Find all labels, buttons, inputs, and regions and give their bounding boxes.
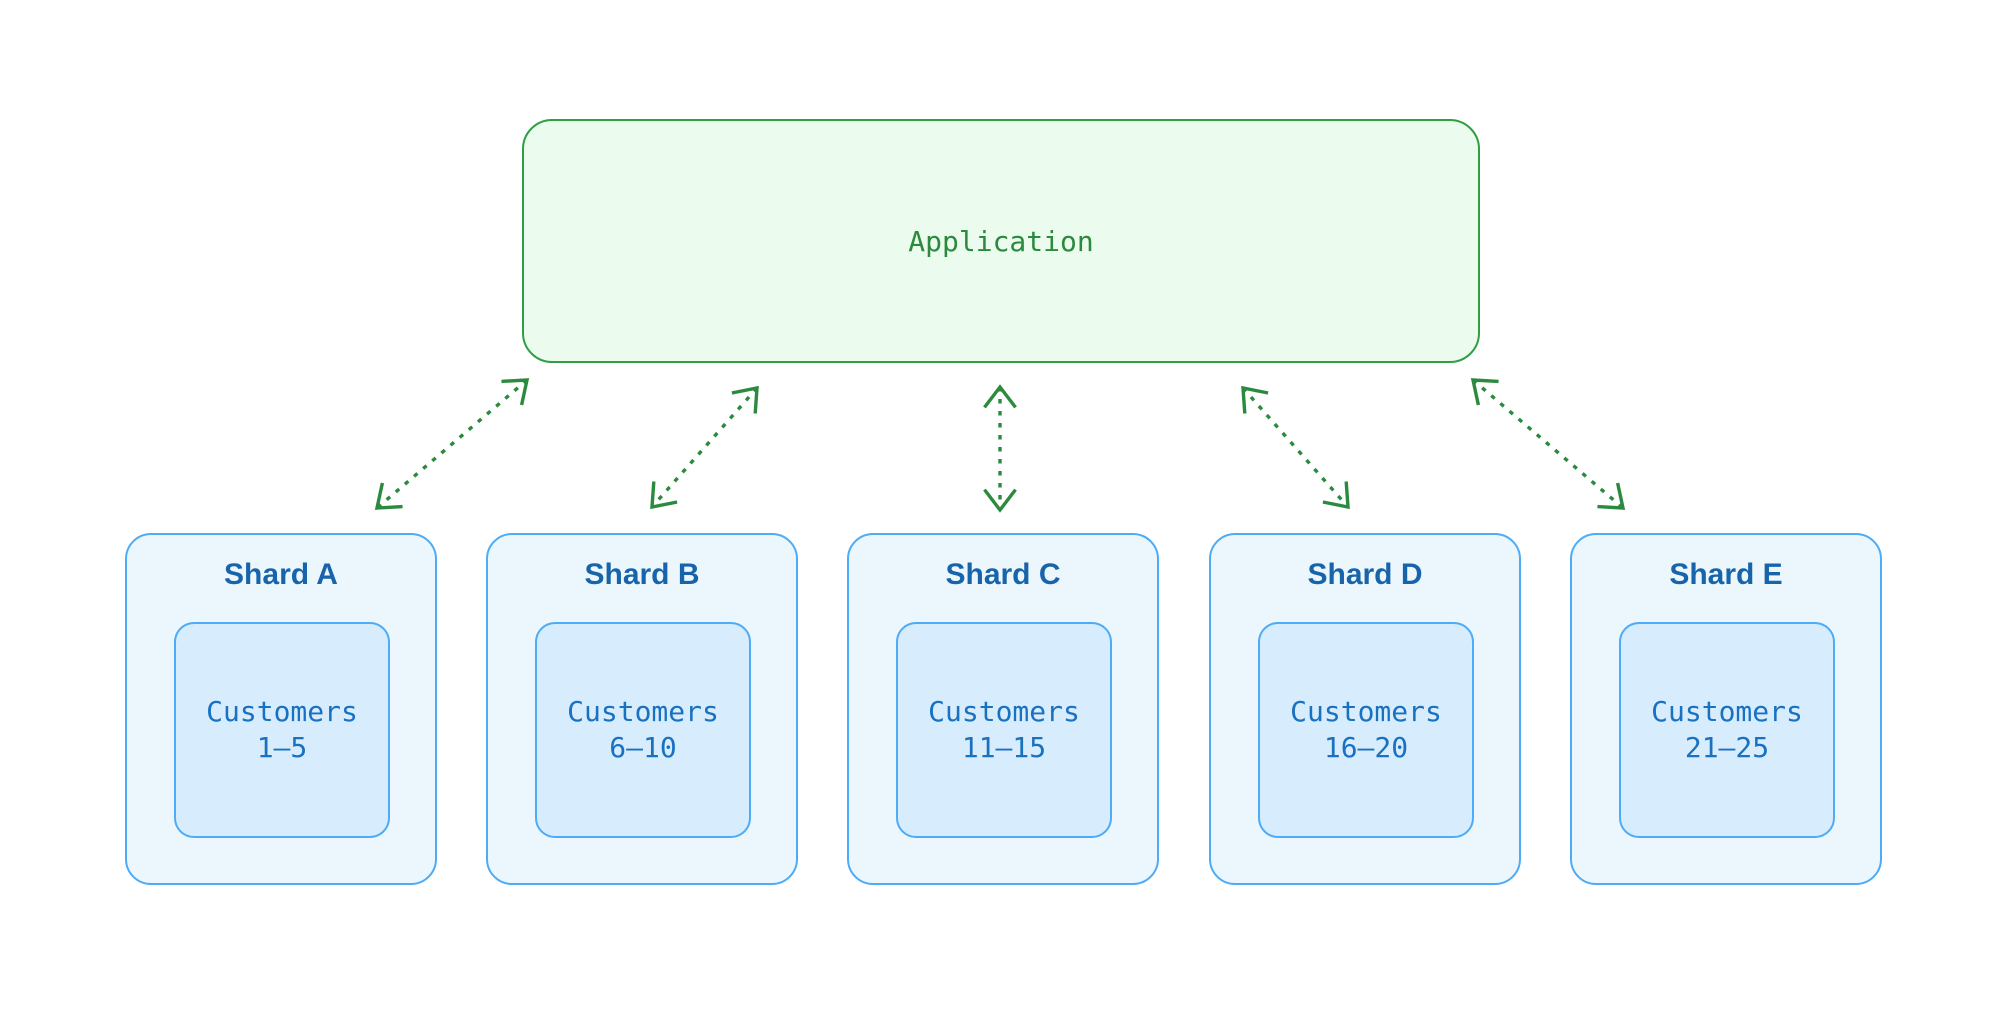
shard-e-customers-range: 21–25 bbox=[1684, 731, 1770, 764]
shard-d-title: Shard D bbox=[1307, 558, 1423, 591]
shard-b-node: Shard B Customers 6–10 bbox=[486, 533, 798, 885]
shard-c-customers-node: Customers 11–15 bbox=[896, 622, 1112, 838]
arrow-app-shard-b bbox=[650, 385, 759, 510]
shard-b-customers-range: 6–10 bbox=[609, 731, 677, 764]
shard-a-customers-node: Customers 1–5 bbox=[174, 622, 390, 838]
shard-d-customers-label: Customers bbox=[1290, 695, 1442, 728]
shard-c-customers-range: 11–15 bbox=[961, 731, 1047, 764]
shard-c-customers-label: Customers bbox=[928, 695, 1080, 728]
arrow-app-shard-a bbox=[374, 378, 530, 510]
shard-c-node: Shard C Customers 11–15 bbox=[847, 533, 1159, 885]
shard-d-node: Shard D Customers 16–20 bbox=[1209, 533, 1521, 885]
arrow-app-shard-d bbox=[1241, 385, 1350, 510]
shard-b-title: Shard B bbox=[584, 558, 700, 591]
shard-a-customers-range: 1–5 bbox=[256, 731, 308, 764]
shard-b-customers-node: Customers 6–10 bbox=[535, 622, 751, 838]
application-node: Application bbox=[522, 119, 1480, 363]
shard-d-customers-node: Customers 16–20 bbox=[1258, 622, 1474, 838]
shard-d-customers-range: 16–20 bbox=[1323, 731, 1409, 764]
shard-e-node: Shard E Customers 21–25 bbox=[1570, 533, 1882, 885]
shard-e-title: Shard E bbox=[1669, 558, 1783, 591]
shard-e-customers-node: Customers 21–25 bbox=[1619, 622, 1835, 838]
arrow-app-shard-e bbox=[1470, 378, 1626, 510]
shard-a-customers-label: Customers bbox=[206, 695, 358, 728]
shard-a-title: Shard A bbox=[224, 558, 338, 591]
shard-e-customers-label: Customers bbox=[1651, 695, 1803, 728]
shard-c-title: Shard C bbox=[945, 558, 1061, 591]
application-label: Application bbox=[908, 224, 1094, 258]
shard-a-node: Shard A Customers 1–5 bbox=[125, 533, 437, 885]
shard-b-customers-label: Customers bbox=[567, 695, 719, 728]
